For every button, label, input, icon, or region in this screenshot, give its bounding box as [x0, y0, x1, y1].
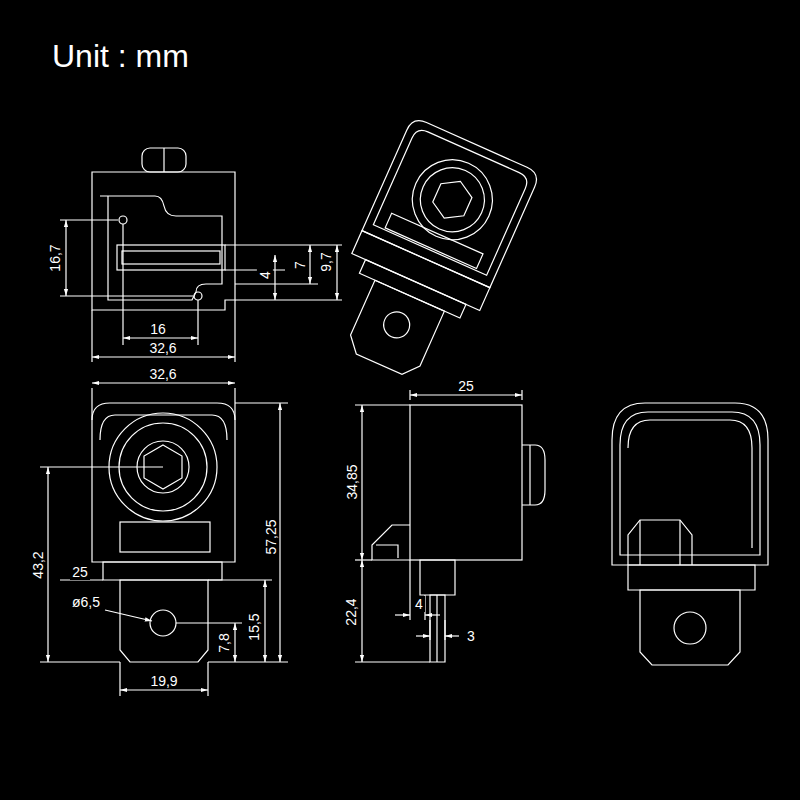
dimension-value: 3 [465, 628, 477, 644]
dimension-value: 19,9 [148, 673, 179, 689]
dimension-value: 57,25 [263, 517, 279, 556]
unit-heading: Unit : mm [52, 40, 189, 72]
dimension-value: 25 [456, 378, 476, 394]
dimension-value: 7,8 [216, 631, 232, 654]
top-view [60, 148, 342, 362]
dimension-value: 32,6 [147, 340, 178, 356]
side-view [355, 390, 545, 662]
dimension-value: 16,7 [47, 242, 63, 273]
dimension-value: 34,85 [344, 462, 360, 501]
dimension-value: 4 [257, 269, 273, 281]
dimension-value: 43,2 [30, 549, 46, 580]
dimension-value: 16 [148, 321, 168, 337]
dimension-value: 7 [292, 259, 308, 271]
front-view [40, 383, 288, 696]
dimension-value: 15,5 [246, 611, 262, 642]
dimension-value: 32,6 [147, 366, 178, 382]
dimension-value: ø6,5 [70, 594, 102, 610]
dimension-value: 22,4 [343, 596, 359, 627]
isometric-view [315, 116, 541, 392]
end-view [612, 403, 768, 665]
dimension-value: 4 [413, 596, 425, 612]
dimension-value: 25 [70, 564, 90, 580]
dimension-value: 9,7 [318, 250, 334, 273]
